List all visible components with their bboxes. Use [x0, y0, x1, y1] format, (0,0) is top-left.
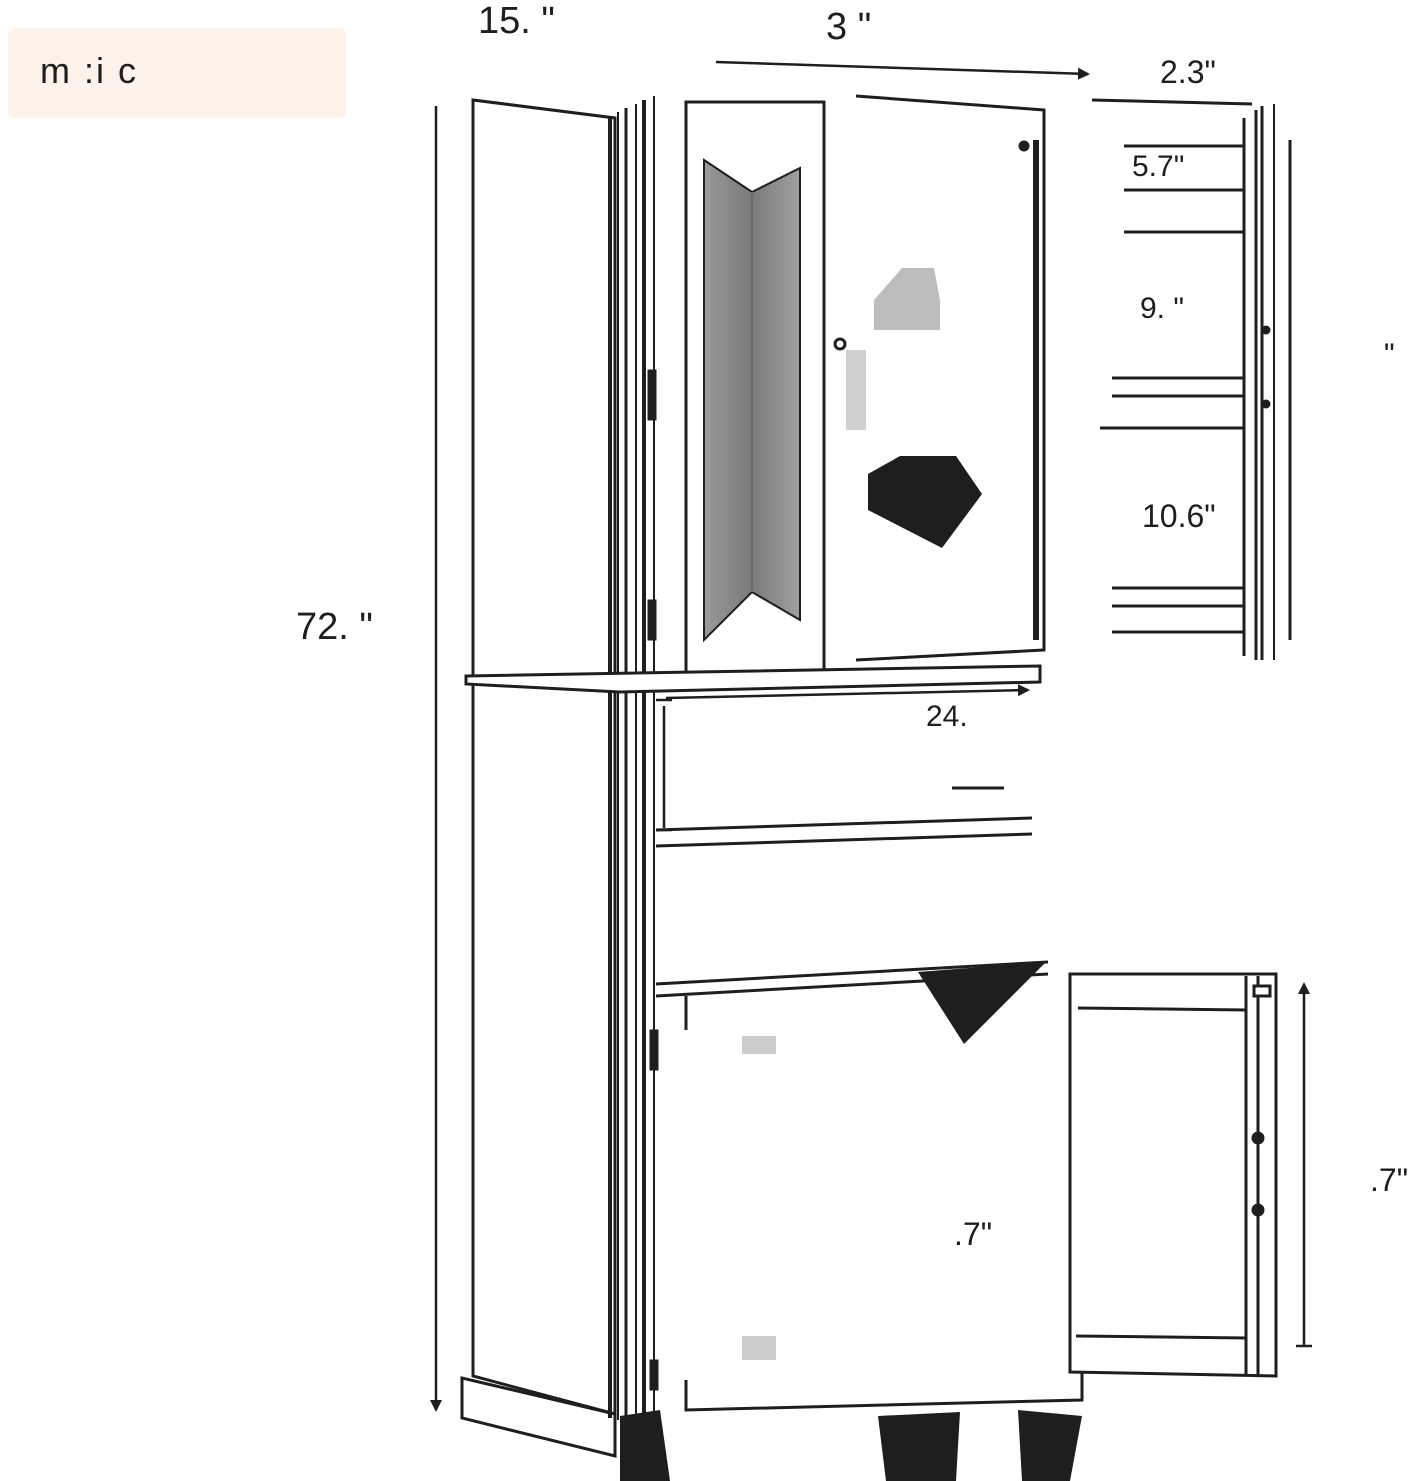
width-top-label: 3 " — [826, 6, 872, 48]
open-lower-door — [1068, 972, 1278, 1378]
middle-shelves — [655, 786, 1049, 998]
lower-cabinet — [684, 962, 1084, 1412]
glass-door — [684, 100, 826, 676]
shelf-gap-3-label: 10.6" — [1142, 498, 1216, 534]
open-upper-door — [833, 94, 1046, 662]
header-title: m :i c — [40, 50, 138, 91]
counter-shelf — [464, 664, 1042, 694]
lower-door-height-label: .7" — [1370, 1162, 1409, 1198]
lower-height-label: .7" — [954, 1216, 993, 1252]
depth-top-label: 15. " — [478, 0, 555, 42]
open-door-side-view — [1091, 98, 1292, 660]
cabinet-front-edge — [608, 96, 659, 1420]
dimension-lines — [430, 60, 1312, 1412]
feet — [620, 1410, 1082, 1481]
counter-arrow-line — [665, 684, 1030, 700]
right-partial-label: " — [1384, 338, 1395, 371]
shelf-gap-1-label: 5.7" — [1132, 150, 1185, 183]
total-height-label: 72. " — [296, 606, 373, 648]
width-arrow-line — [715, 60, 1090, 80]
door-depth-label: 2.3" — [1160, 54, 1216, 90]
counter-width-label: 24. — [926, 700, 968, 733]
cabinet-side-panel — [460, 98, 617, 1458]
shelf-gap-2-label: 9. " — [1140, 292, 1185, 325]
header-banner — [8, 28, 346, 118]
